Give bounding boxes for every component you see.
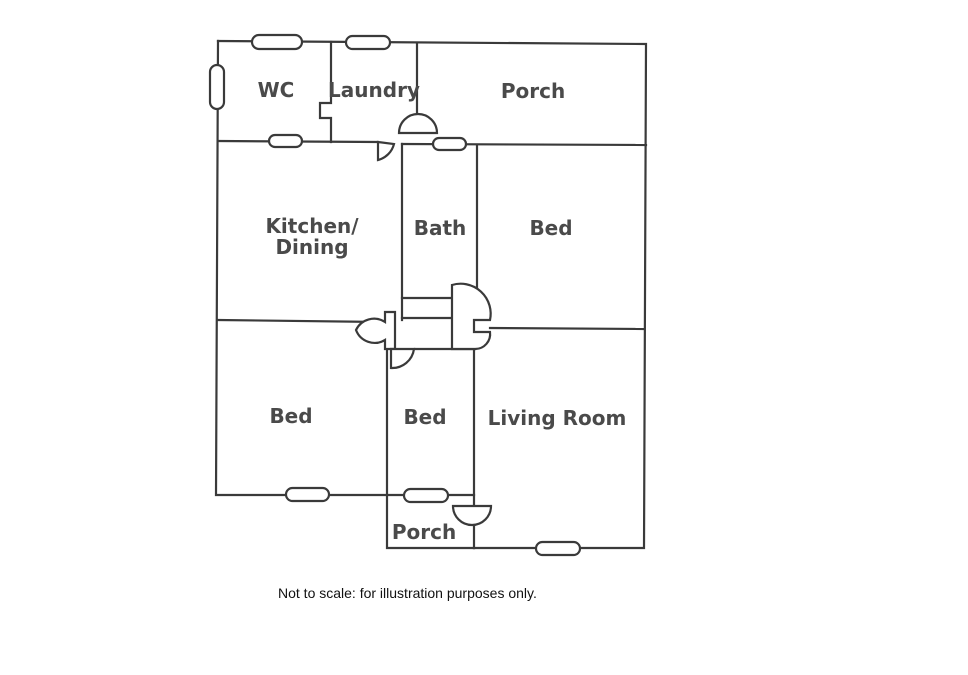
room-label-laundry: Laundry xyxy=(328,78,420,102)
room-label-dining: Dining xyxy=(275,235,349,259)
room-label-bed-right: Bed xyxy=(529,216,573,240)
room-label-bath: Bath xyxy=(413,216,467,240)
room-label-kitchen: Kitchen/ xyxy=(265,214,359,238)
room-label-bed-left: Bed xyxy=(269,404,313,428)
windows xyxy=(208,33,582,557)
window xyxy=(267,133,304,149)
window xyxy=(534,540,582,557)
window xyxy=(402,487,450,504)
room-label-bed-middle: Bed xyxy=(403,405,447,429)
window xyxy=(250,33,304,51)
disclaimer-note: Not to scale: for illustration purposes … xyxy=(278,585,537,601)
doors xyxy=(354,112,493,527)
window xyxy=(284,486,331,503)
walls xyxy=(214,39,648,550)
window xyxy=(344,34,392,51)
room-label-porch-bottom: Porch xyxy=(391,520,457,544)
room-label-porch-top: Porch xyxy=(500,79,566,103)
room-label-living-room: Living Room xyxy=(487,406,627,430)
window xyxy=(431,136,468,152)
room-label-wc: WC xyxy=(257,78,295,102)
window xyxy=(208,63,226,111)
